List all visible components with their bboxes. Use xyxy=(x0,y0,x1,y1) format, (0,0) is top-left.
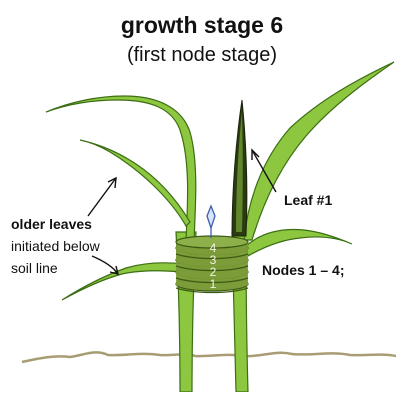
label-older-leaves: older leaves xyxy=(11,216,92,232)
lower-right-leaf xyxy=(246,230,352,256)
node-stack: 4 3 2 1 xyxy=(176,236,248,293)
arrow-older-leaf-upper xyxy=(88,178,116,216)
diagram-subtitle: (first node stage) xyxy=(52,44,352,67)
label-leaf-1: Leaf #1 xyxy=(284,192,332,208)
soil-line xyxy=(22,352,396,362)
arrow-older-leaf-lower xyxy=(92,256,118,274)
label-initiated-below: initiated below xyxy=(11,238,100,254)
mid-left-leaf xyxy=(80,140,190,226)
diagram-title: growth stage 6 xyxy=(42,12,362,39)
lower-left-leaf xyxy=(62,263,184,300)
label-soil-line: soil line xyxy=(11,260,58,276)
upper-right-leaf xyxy=(244,62,394,240)
label-nodes: Nodes 1 – 4; xyxy=(262,262,344,278)
growing-point-icon xyxy=(207,206,215,228)
node-number-1: 1 xyxy=(210,277,217,291)
